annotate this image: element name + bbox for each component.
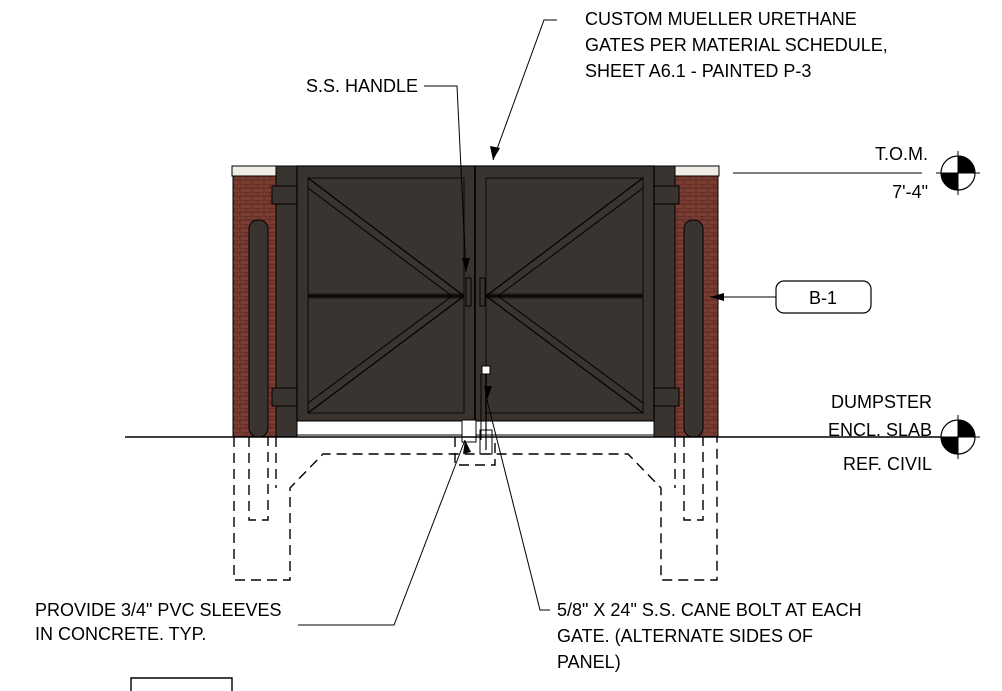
hinge xyxy=(271,387,299,407)
hidden-footings xyxy=(233,437,718,581)
leader-lines xyxy=(298,19,922,626)
arrowhead xyxy=(462,258,470,272)
gate-material-note: CUSTOM MUELLER URETHANE GATES PER MATERI… xyxy=(585,9,888,81)
svg-text:PROVIDE 3/4" PVC SLEEVES: PROVIDE 3/4" PVC SLEEVES xyxy=(35,600,282,620)
hinge xyxy=(652,387,680,407)
svg-text:5/8" X 24" S.S. CANE BOLT AT E: 5/8" X 24" S.S. CANE BOLT AT EACH xyxy=(557,600,862,620)
handle-note: S.S. HANDLE xyxy=(306,76,418,96)
arrowhead xyxy=(463,440,471,454)
svg-text:GATES PER MATERIAL SCHEDULE,: GATES PER MATERIAL SCHEDULE, xyxy=(585,35,888,55)
tom-elevation-symbol xyxy=(936,151,980,195)
svg-text:SHEET A6.1 - PAINTED P-3: SHEET A6.1 - PAINTED P-3 xyxy=(585,61,811,81)
cane-bolt-leader xyxy=(486,399,550,611)
handle-leader xyxy=(424,85,467,273)
sleeves-leader xyxy=(298,439,466,626)
svg-text:CUSTOM MUELLER URETHANE: CUSTOM MUELLER URETHANE xyxy=(585,9,857,29)
material-tag-label: B-1 xyxy=(809,288,837,308)
svg-text:DUMPSTER: DUMPSTER xyxy=(831,392,932,412)
arrowhead xyxy=(710,293,724,301)
arrowhead xyxy=(490,146,500,160)
tom-elevation-label: T.O.M. 7'-4" xyxy=(875,144,928,202)
svg-text:PANEL): PANEL) xyxy=(557,652,621,672)
left-gate-leaf xyxy=(296,165,476,422)
cane-bolt-note: 5/8" X 24" S.S. CANE BOLT AT EACH GATE. … xyxy=(557,600,862,672)
hinge xyxy=(271,185,299,205)
gate-material-leader xyxy=(492,19,557,161)
slab-elevation-label: DUMPSTER ENCL. SLAB REF. CIVIL xyxy=(828,392,932,474)
hinge xyxy=(652,185,680,205)
handle-right xyxy=(479,277,486,307)
arrowhead xyxy=(484,386,492,400)
handle-left xyxy=(465,277,472,307)
svg-text:REF. CIVIL: REF. CIVIL xyxy=(843,454,932,474)
slab-elevation-symbol xyxy=(936,415,980,459)
svg-text:IN CONCRETE. TYP.: IN CONCRETE. TYP. xyxy=(35,624,206,644)
svg-text:T.O.M.: T.O.M. xyxy=(875,144,928,164)
left-bollard xyxy=(248,219,269,438)
right-gate-leaf xyxy=(474,165,655,422)
adjacent-detail-fragment xyxy=(130,677,233,691)
right-bollard xyxy=(683,219,704,438)
material-tag-b1: B-1 xyxy=(775,280,872,314)
svg-text:ENCL. SLAB: ENCL. SLAB xyxy=(828,420,932,440)
sleeves-note: PROVIDE 3/4" PVC SLEEVES IN CONCRETE. TY… xyxy=(35,600,282,644)
svg-text:7'-4": 7'-4" xyxy=(892,182,928,202)
svg-text:GATE. (ALTERNATE SIDES OF: GATE. (ALTERNATE SIDES OF xyxy=(557,626,813,646)
